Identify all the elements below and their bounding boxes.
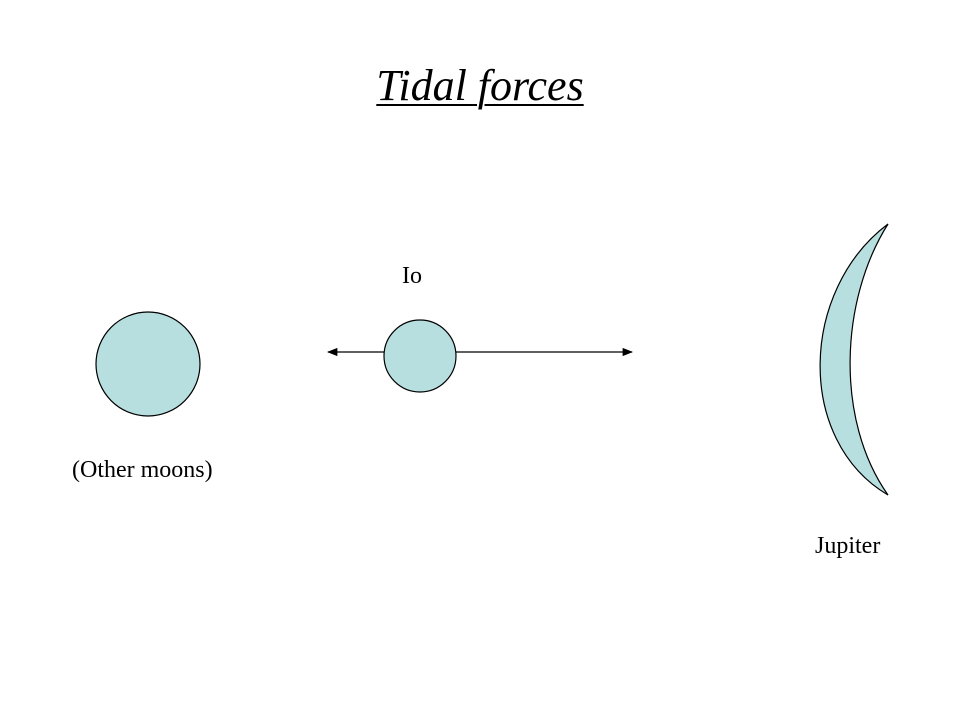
io-label: Io <box>402 263 422 289</box>
other-moons-circle <box>95 311 201 417</box>
jupiter-label: Jupiter <box>815 533 881 559</box>
io-circle <box>383 319 457 393</box>
slide-title: Tidal forces <box>376 61 584 110</box>
other-moons-label: (Other moons) <box>72 457 213 483</box>
jupiter-crescent <box>819 223 889 496</box>
